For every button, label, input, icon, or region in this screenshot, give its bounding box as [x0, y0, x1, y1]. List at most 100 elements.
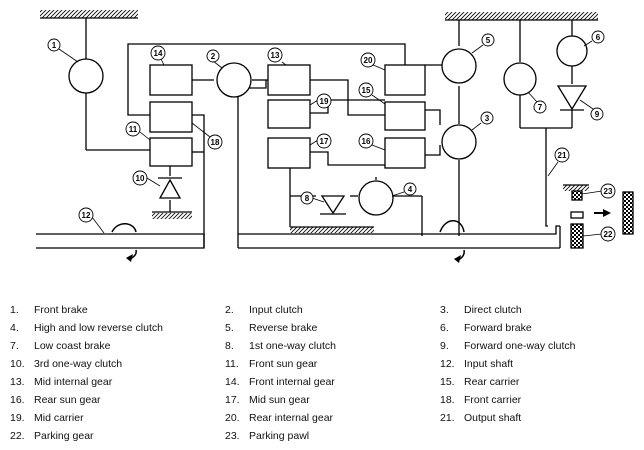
callout-3-number: 3	[485, 114, 490, 123]
legend: 1. Front brake 2. Input clutch 3. Direct cl…	[0, 300, 644, 450]
legend-label: Rear sun gear	[34, 394, 101, 406]
legend-number: 11.	[225, 358, 239, 370]
legend-number: 6.	[440, 322, 449, 334]
legend-number: 7.	[10, 340, 19, 352]
legend-label: 1st one-way clutch	[249, 340, 336, 352]
mid-internal-gear-box	[267, 64, 311, 96]
callout-9-number: 9	[595, 110, 600, 119]
callout-5	[481, 33, 495, 47]
mid-sun-gear-box	[267, 137, 311, 169]
callout-8	[300, 191, 314, 205]
callout-9	[590, 107, 604, 121]
legend-number: 15.	[440, 376, 455, 388]
legend-number: 20.	[225, 412, 240, 424]
legend-label: Input shaft	[464, 358, 514, 370]
legend-label: Parking gear	[34, 430, 94, 442]
parking-pawl	[571, 190, 583, 201]
forward-brake-circle	[556, 35, 588, 67]
callout-4-number: 4	[408, 185, 413, 194]
front-sun-gear-box	[149, 137, 193, 167]
legend-number: 23.	[225, 430, 240, 442]
callout-12-number: 12	[82, 211, 91, 220]
callout-1	[47, 38, 61, 52]
low-coast-brake-circle	[503, 62, 537, 96]
callout-22-number: 22	[604, 230, 613, 239]
legend-label: Front internal gear	[249, 376, 335, 388]
legend-number: 13.	[10, 376, 25, 388]
callout-bubbles	[47, 30, 616, 242]
callout-numbers: 1 2 3 4 5 6 7 8 9 10 11 12 13 14 15 16 1…	[52, 33, 613, 239]
callout-16	[358, 133, 374, 149]
legend-number: 9.	[440, 340, 449, 352]
rear-internal-gear-box	[384, 64, 426, 96]
legend-number: 4.	[10, 322, 19, 334]
first-one-way-clutch-symbol	[320, 195, 346, 215]
legend-label: High and low reverse clutch	[34, 322, 163, 334]
legend-label: Front carrier	[464, 394, 522, 406]
callout-19	[316, 93, 332, 109]
callout-21-number: 21	[558, 151, 567, 160]
callout-14	[150, 45, 166, 61]
callout-6-number: 6	[596, 33, 601, 42]
callout-13	[267, 47, 283, 63]
callout-13-number: 13	[271, 51, 280, 60]
legend-label: Rear carrier	[464, 376, 520, 388]
callout-21	[554, 147, 570, 163]
legend-label: Output shaft	[464, 412, 522, 424]
arrow-right-icon	[603, 209, 611, 217]
callout-15	[358, 82, 374, 98]
callout-17	[316, 133, 332, 149]
callout-10	[132, 170, 148, 186]
third-one-way-clutch-symbol	[158, 177, 182, 199]
callout-14-number: 14	[154, 49, 163, 58]
callout-18	[207, 134, 223, 150]
legend-label: 3rd one-way clutch	[34, 358, 123, 370]
reverse-brake-circle	[441, 48, 477, 84]
legend-number: 18.	[440, 394, 455, 406]
callout-3	[480, 111, 494, 125]
callout-19-number: 19	[320, 97, 329, 106]
legend-number: 22.	[10, 430, 25, 442]
callout-20	[360, 52, 376, 68]
legend-number: 5.	[225, 322, 234, 334]
front-carrier-box	[149, 101, 193, 133]
callout-6	[591, 30, 605, 44]
mid-carrier-box	[267, 99, 311, 129]
legend-number: 16.	[10, 394, 25, 406]
legend-number: 1.	[10, 304, 19, 316]
callout-7	[533, 100, 547, 114]
callout-2-number: 2	[211, 52, 216, 61]
callout-11	[125, 121, 141, 137]
legend-number: 8.	[225, 340, 234, 352]
input-clutch-circle	[216, 62, 252, 98]
direct-clutch-circle	[441, 124, 477, 160]
callout-20-number: 20	[364, 56, 373, 65]
rear-carrier-box	[384, 101, 426, 131]
legend-label: Forward brake	[464, 322, 532, 334]
legend-label: Input clutch	[249, 304, 303, 316]
high-low-reverse-clutch-circle	[358, 180, 394, 216]
callout-15-number: 15	[362, 86, 371, 95]
callout-22	[600, 226, 616, 242]
callout-1-number: 1	[52, 41, 57, 50]
gear-boxes	[149, 64, 426, 169]
callout-12	[78, 207, 94, 223]
legend-number: 3.	[440, 304, 449, 316]
callout-7-number: 7	[538, 103, 543, 112]
parking-gear	[570, 223, 584, 249]
transmission-schematic: 1 2 3 4 5 6 7 8 9 10 11 12 13 14 15 16 1…	[36, 10, 634, 263]
legend-number: 14.	[225, 376, 240, 388]
callout-8-number: 8	[305, 194, 310, 203]
one-way-clutches	[158, 85, 588, 215]
forward-one-way-clutch-symbol	[556, 85, 588, 111]
legend-number: 2.	[225, 304, 234, 316]
legend-label: Forward one-way clutch	[464, 340, 576, 352]
legend-number: 21.	[440, 412, 455, 424]
legend-label: Mid carrier	[34, 412, 84, 424]
front-internal-gear-box	[149, 64, 193, 96]
callout-16-number: 16	[362, 137, 371, 146]
legend-label: Direct clutch	[464, 304, 522, 316]
legend-label: Front brake	[34, 304, 88, 316]
callout-11-number: 11	[129, 125, 138, 134]
legend-number: 19.	[10, 412, 25, 424]
